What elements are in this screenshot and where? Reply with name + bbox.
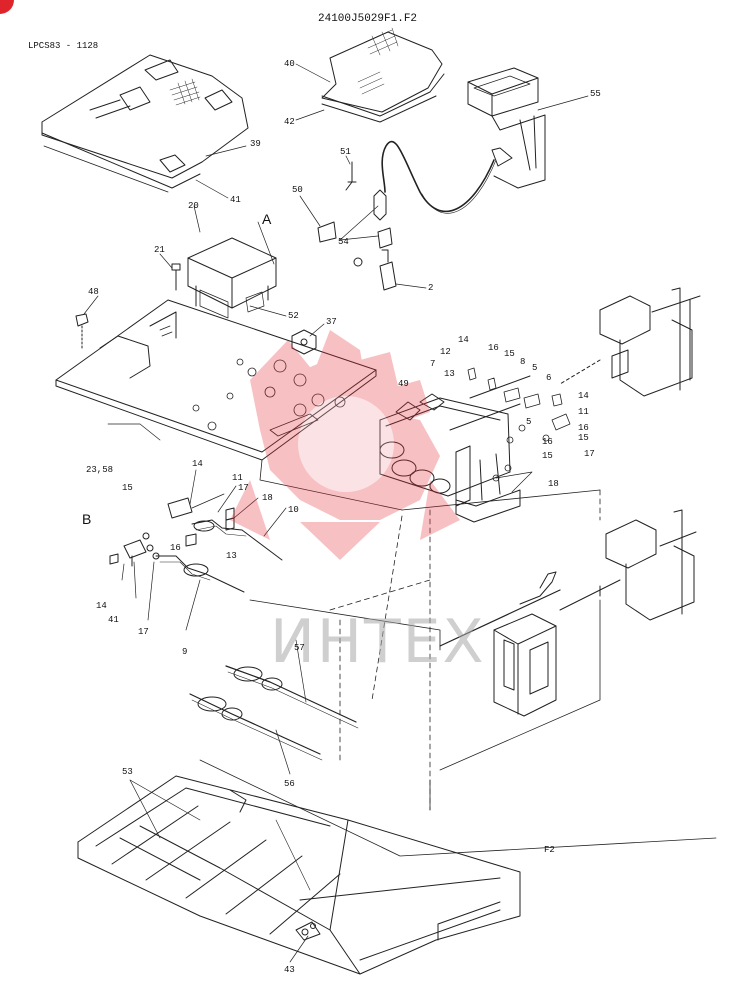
callout-39: 39 — [250, 139, 261, 149]
callout-57: 57 — [294, 643, 305, 653]
callout-5-a: 5 — [532, 363, 538, 373]
callout-14-a: 14 — [458, 335, 469, 345]
callout-37: 37 — [326, 317, 337, 327]
callout-2: 2 — [428, 283, 434, 293]
callout-20: 20 — [188, 201, 199, 211]
callout-12: 12 — [440, 347, 451, 357]
callout-11-a: 11 — [578, 407, 589, 417]
sheet-code: LPCS83 - 1128 — [28, 41, 99, 51]
callout-10: 10 — [288, 505, 299, 515]
callout-18-a: 18 — [548, 479, 559, 489]
watermark-gear — [230, 330, 460, 560]
callout-54: 54 — [338, 237, 349, 247]
callout-18-b: 18 — [262, 493, 273, 503]
callout-40: 40 — [284, 59, 295, 69]
callout-7: 7 — [430, 359, 436, 369]
callout-15-a: 15 — [504, 349, 515, 359]
callout-6: 6 — [546, 373, 552, 383]
callout-42: 42 — [284, 117, 295, 127]
drawing-number: 24100J5029F1.F2 — [318, 13, 418, 25]
callout-50: 50 — [292, 185, 303, 195]
callout-13-b: 13 — [226, 551, 237, 561]
callout-11-b: 11 — [232, 473, 243, 483]
view-label-a: A — [262, 211, 272, 227]
callout-f2: F2 — [544, 845, 555, 855]
cable-57 — [225, 665, 359, 729]
callout-15-b: 15 — [578, 433, 589, 443]
callout-21: 21 — [154, 245, 165, 255]
chassis-frame-53 — [77, 775, 521, 975]
callout-55: 55 — [590, 89, 601, 99]
callout-8: 8 — [520, 357, 526, 367]
floor-mat-right — [321, 27, 445, 123]
cable-56 — [189, 693, 323, 761]
callout-52: 52 — [288, 311, 299, 321]
callout-15-d: 15 — [122, 483, 133, 493]
callout-16-d: 16 — [170, 543, 181, 553]
watermark-text: ИНТЕХ — [270, 607, 486, 677]
callout-48: 48 — [88, 287, 99, 297]
callout-5-b: 5 — [526, 417, 532, 427]
callout-17-a: 17 — [584, 449, 595, 459]
valve-view-lower — [559, 509, 697, 621]
callout-17-c: 17 — [138, 627, 149, 637]
callout-53: 53 — [122, 767, 133, 777]
callout-43: 43 — [284, 965, 295, 975]
callout-15-c: 15 — [542, 451, 553, 461]
callout-14-c: 14 — [192, 459, 203, 469]
callout-56: 56 — [284, 779, 295, 789]
callout-41-top: 41 — [230, 195, 241, 205]
callout-14-d: 14 — [96, 601, 107, 611]
seat-bracket-20 — [187, 237, 277, 319]
callout-9: 9 — [182, 647, 188, 657]
callout-13: 13 — [444, 369, 455, 379]
callout-23-58: 23,58 — [86, 465, 114, 475]
floor-mat-left — [41, 54, 249, 193]
callout-14-b: 14 — [578, 391, 589, 401]
control-valve — [379, 375, 531, 523]
view-label-b: B — [82, 511, 92, 527]
control-box-55 — [467, 67, 546, 189]
callout-17-b: 17 — [238, 483, 249, 493]
callout-16-b: 16 — [578, 423, 589, 433]
callout-49: 49 — [398, 379, 409, 389]
cable-bracket — [493, 613, 557, 717]
callout-16-c: 16 — [542, 437, 553, 447]
callout-16-a: 16 — [488, 343, 499, 353]
callout-51: 51 — [340, 147, 351, 157]
valve-view-upper — [559, 287, 701, 397]
callout-41-b: 41 — [108, 615, 119, 625]
